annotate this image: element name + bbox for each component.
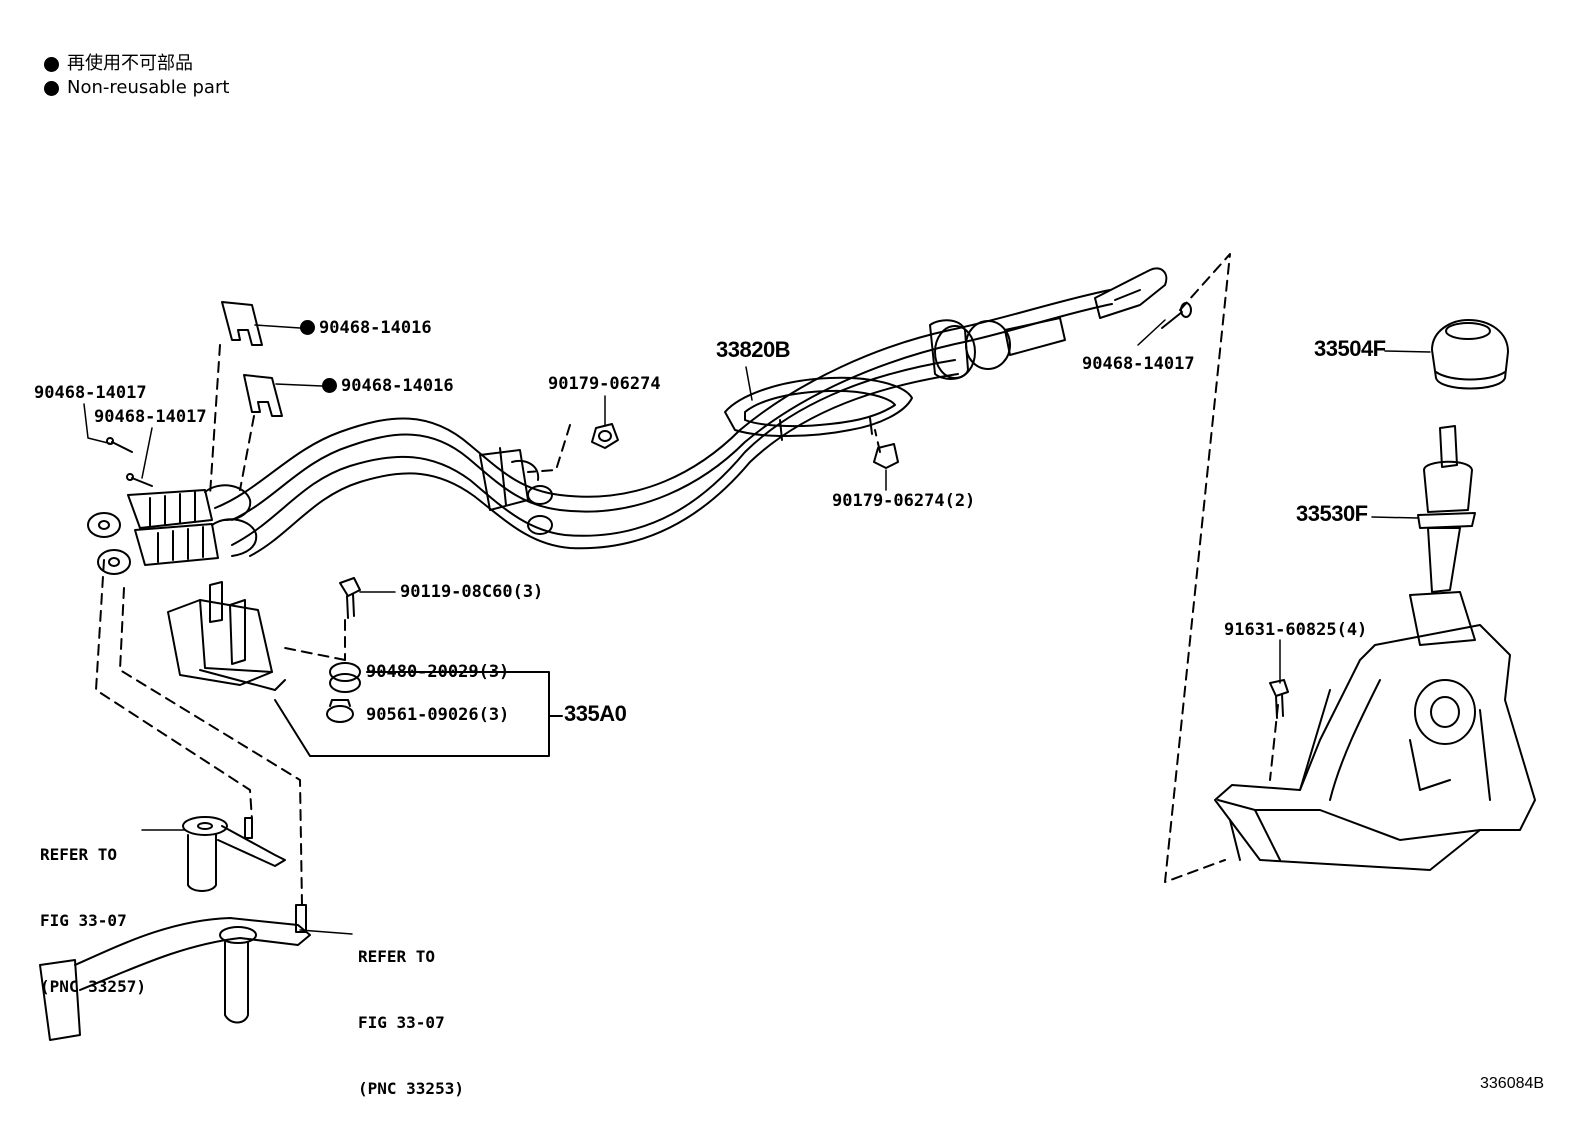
shift-cable-assembly	[87, 267, 1168, 575]
legend-jp: 再使用不可部品	[67, 53, 193, 74]
non-reusable-bullet-icon	[44, 80, 59, 96]
part-label-lever-bolt[interactable]: 91631-60825(4)	[1224, 620, 1368, 640]
collar-icon	[326, 699, 354, 723]
reference-note-33253[interactable]: REFER TO FIG 33-07 (PNC 33253)	[358, 947, 464, 1098]
reference-note-33257[interactable]: REFER TO FIG 33-07 (PNC 33257)	[40, 845, 146, 996]
pin-b-icon	[126, 473, 153, 487]
part-label-bolt[interactable]: 90119-08C60(3)	[400, 582, 544, 602]
part-label-nut-a[interactable]: 90179-06274	[548, 374, 661, 394]
lever-bolt-icon	[1269, 679, 1289, 719]
part-label-cable-assy[interactable]: 33820B	[716, 337, 791, 362]
part-label-nut-b[interactable]: 90179-06274(2)	[832, 491, 976, 511]
parts-diagram	[39, 253, 1536, 1041]
shift-knob-icon	[1431, 319, 1509, 390]
part-label-bracket-kit[interactable]: 335A0	[564, 701, 627, 726]
bush-icon	[329, 662, 361, 693]
part-label-bush[interactable]: 90480-20029(3)	[366, 662, 510, 682]
bracket-335a0-icon	[167, 581, 286, 691]
pin-a-icon	[106, 437, 133, 453]
legend: 再使用不可部品 Non-reusable part	[44, 52, 229, 100]
non-reusable-bullet-icon	[44, 56, 59, 72]
part-label-pin-a[interactable]: 90468-14017	[34, 383, 147, 403]
figure-number: 336084B	[1480, 1075, 1545, 1092]
clip-upper-icon	[221, 301, 263, 346]
part-label-knob[interactable]: 33504F	[1314, 336, 1386, 361]
part-label-clip-upper[interactable]: 90468-14016	[300, 318, 432, 338]
part-label-clip-lower[interactable]: 90468-14016	[322, 376, 454, 396]
part-label-pin-b[interactable]: 90468-14017	[94, 407, 207, 427]
part-label-lever[interactable]: 33530F	[1296, 501, 1368, 526]
nut-a-icon	[591, 423, 619, 449]
bolt-icon	[339, 577, 361, 619]
select-lever-ref-33253-icon	[39, 904, 311, 1041]
pin-right-icon	[1161, 302, 1192, 329]
part-label-collar[interactable]: 90561-09026(3)	[366, 705, 510, 725]
nut-b-icon	[873, 443, 899, 469]
part-label-pin-right[interactable]: 90468-14017	[1082, 354, 1195, 374]
shift-lever-housing-icon	[1214, 425, 1536, 871]
non-reusable-dot-icon	[322, 378, 337, 393]
shift-lever-ref-33257-icon	[182, 816, 286, 892]
clip-lower-icon	[243, 374, 283, 417]
non-reusable-dot-icon	[300, 320, 315, 335]
legend-en: Non-reusable part	[67, 77, 230, 98]
